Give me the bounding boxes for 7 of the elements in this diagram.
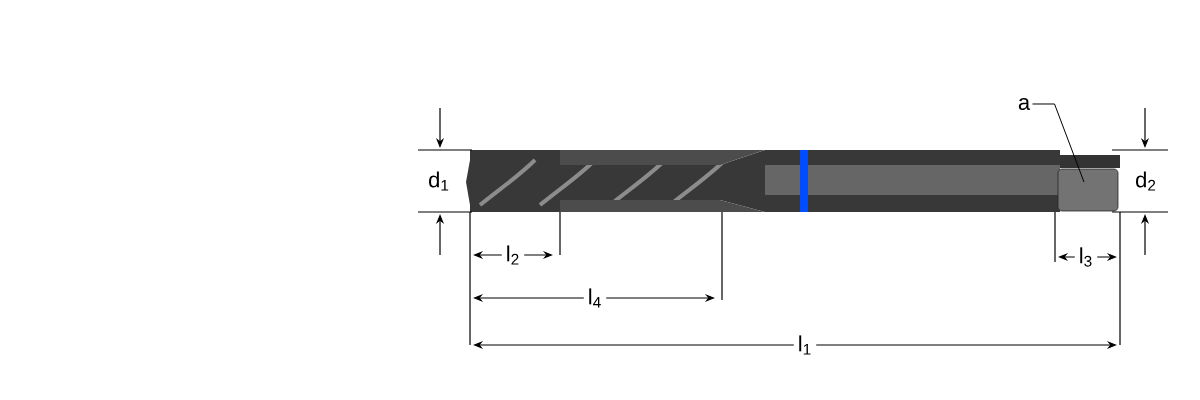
- dimension-label: l$_{2}$: [501, 241, 525, 269]
- dimension-label: l$_{1}$: [793, 331, 817, 359]
- dimension-label: l$_{3}$: [1074, 243, 1098, 271]
- square-end: [1057, 168, 1119, 212]
- dimension-label: l$_{4}$: [583, 284, 607, 312]
- dimension-label: d$_{1}$: [429, 171, 449, 191]
- callout-letter: a: [1018, 98, 1031, 110]
